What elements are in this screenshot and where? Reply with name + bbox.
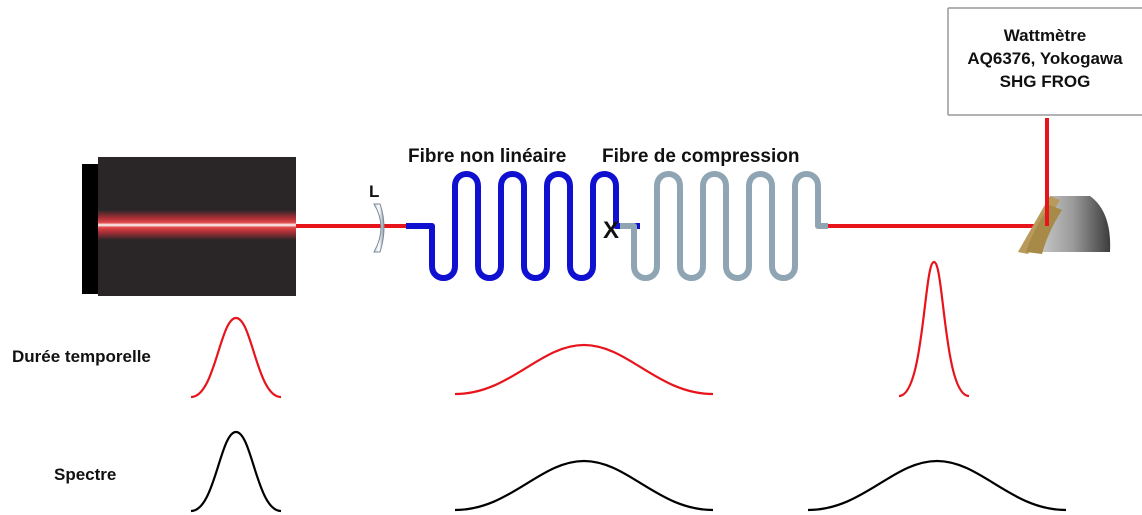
compression-fiber-coil-icon (620, 171, 828, 281)
instrument-labels: Wattmètre AQ6376, Yokogawa SHG FROG (948, 24, 1142, 93)
instrument-wattmeter: Wattmètre (1003, 26, 1087, 45)
temporal-duration-label: Durée temporelle (12, 347, 151, 366)
lens-icon (373, 203, 385, 253)
compression-fiber-label: Fibre de compression (602, 146, 799, 167)
spectral-profile-compressed (807, 459, 1067, 512)
nonlinear-fiber-coil-icon (406, 171, 640, 281)
parabolic-mirror-icon (1018, 196, 1111, 254)
temporal-profile-input (190, 316, 282, 399)
laser-box-icon (82, 157, 296, 296)
spectral-profile-input (190, 430, 282, 513)
instrument-osa: AQ6376, Yokogawa (967, 49, 1123, 68)
instrument-box (947, 7, 1142, 116)
spectral-profile-after-nonlinear-fiber (454, 459, 714, 512)
instrument-frog: SHG FROG (999, 72, 1091, 91)
spectrum-label: Spectre (54, 465, 116, 484)
temporal-profile-after-nonlinear-fiber (454, 343, 714, 396)
lens-label: L (369, 182, 379, 201)
splice-cross-icon: X (603, 217, 619, 244)
nonlinear-fiber-label: Fibre non linéaire (408, 146, 566, 167)
temporal-profile-compressed (898, 260, 970, 398)
